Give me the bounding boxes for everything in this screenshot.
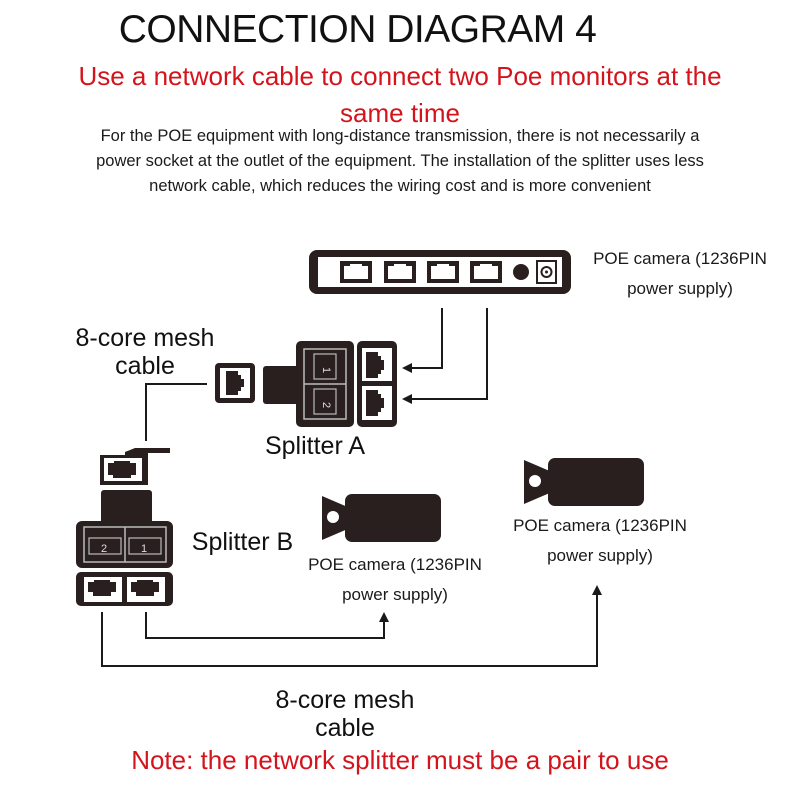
camera-1-label-line-1: POE camera (1236PIN bbox=[308, 555, 482, 574]
cable-top-label-line-1: 8-core mesh bbox=[75, 324, 215, 352]
subtitle-line-2: same time bbox=[340, 98, 460, 128]
cable-bottom-label-line-2: cable bbox=[315, 714, 375, 742]
camera-2-label: POE camera (1236PIN power supply) bbox=[490, 511, 710, 571]
splitter-b-port-number-2: 2 bbox=[101, 543, 107, 555]
subtitle: Use a network cable to connect two Poe m… bbox=[0, 58, 800, 132]
camera-2-icon bbox=[524, 458, 644, 506]
footer-note: Note: the network splitter must be a pai… bbox=[131, 745, 669, 775]
camera-1-icon bbox=[322, 494, 441, 542]
description-line-3: network cable, which reduces the wiring … bbox=[149, 177, 651, 195]
cable-bottom-label: 8-core mesh cable bbox=[240, 686, 450, 742]
dc-power-jack-icon bbox=[536, 260, 557, 284]
splitter-a: 1 2 bbox=[215, 341, 397, 427]
subtitle-line-1: Use a network cable to connect two Poe m… bbox=[78, 61, 722, 91]
switch-label: POE camera (1236PIN power supply) bbox=[575, 244, 785, 304]
cable-bottom-label-line-1: 8-core mesh bbox=[275, 686, 415, 714]
switch-label-line-2: power supply) bbox=[627, 279, 733, 298]
switch-port-2 bbox=[384, 261, 416, 283]
cable-switch-to-splitter-a-1 bbox=[402, 308, 443, 373]
splitter-b-label: Splitter B bbox=[191, 528, 294, 556]
switch-led-icon bbox=[513, 264, 529, 280]
camera-1-label-line-2: power supply) bbox=[342, 585, 448, 604]
cable-top-label: 8-core mesh cable bbox=[50, 324, 240, 380]
poe-switch bbox=[309, 250, 571, 294]
splitter-a-port-number-1: 1 bbox=[320, 367, 332, 373]
splitter-b-plug bbox=[101, 490, 152, 526]
camera-1-label: POE camera (1236PIN power supply) bbox=[285, 550, 505, 610]
cable-splitter-b-to-camera-1 bbox=[145, 612, 389, 639]
description-line-1: For the POE equipment with long-distance… bbox=[100, 127, 700, 145]
switch-port-4 bbox=[470, 261, 502, 283]
cable-splitter-b-to-camera-2 bbox=[101, 585, 602, 667]
cable-switch-to-splitter-a-2 bbox=[402, 308, 488, 404]
splitter-b: 2 1 bbox=[76, 448, 173, 606]
splitter-b-port-number-1: 1 bbox=[141, 543, 147, 555]
splitter-a-port-number-2: 2 bbox=[320, 402, 332, 408]
camera-2-label-line-2: power supply) bbox=[547, 546, 653, 565]
description: For the POE equipment with long-distance… bbox=[0, 124, 800, 199]
splitter-a-label: Splitter A bbox=[264, 432, 366, 460]
switch-port-3 bbox=[427, 261, 459, 283]
cable-splitter-a-to-splitter-b bbox=[145, 383, 207, 441]
cable-top-label-line-2: cable bbox=[115, 352, 175, 380]
description-line-2: power socket at the outlet of the equipm… bbox=[96, 152, 704, 170]
camera-2-label-line-1: POE camera (1236PIN bbox=[513, 516, 687, 535]
page-title: CONNECTION DIAGRAM 4 bbox=[118, 8, 597, 51]
switch-port-1 bbox=[340, 261, 372, 283]
switch-label-line-1: POE camera (1236PIN bbox=[593, 249, 767, 268]
splitter-a-plug bbox=[263, 366, 303, 404]
